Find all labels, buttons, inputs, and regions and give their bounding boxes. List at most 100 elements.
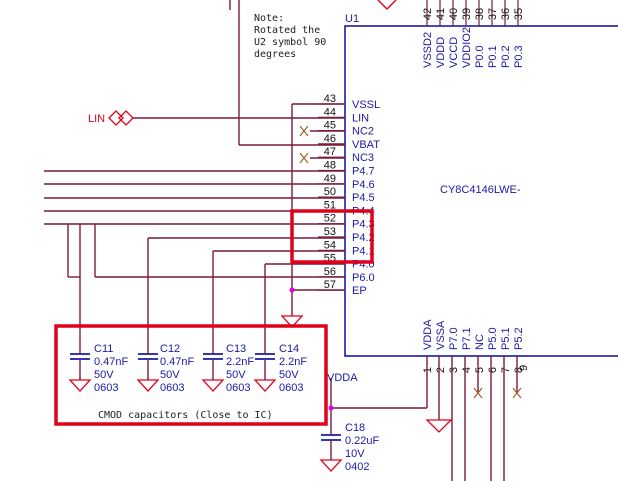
cap-voltage: 10V [345, 448, 365, 460]
cap-voltage: 50V [279, 369, 299, 381]
pin-name: VCCD [448, 37, 460, 68]
pin-number: 1 [422, 367, 434, 373]
pin-name: NC [474, 334, 486, 350]
note-line-3: U2 symbol 90 [254, 37, 326, 48]
pin-number: 57 [324, 279, 336, 291]
pin-number: 52 [324, 213, 336, 225]
pin-name: P0.3 [513, 45, 525, 68]
cap-c14-labels: C14 2.2nF 50V 0603 [279, 343, 307, 394]
pin-name: NC2 [352, 126, 374, 138]
pin-name: VDDD [435, 37, 447, 68]
ic-bottom-pin: P7.14 [461, 327, 473, 373]
ic-bottom-pin: P5.1 7 [500, 327, 512, 373]
pin-number: 45 [324, 120, 336, 132]
ground-icon [253, 379, 277, 392]
cap-c13-labels: C13 2.2nF 50V 0603 [226, 343, 254, 394]
junction-dot [328, 405, 334, 411]
ic-bottom-pin: P5.28 [513, 327, 525, 373]
ic-bottom-pin: NC5 [474, 334, 486, 373]
pin-number: 44 [324, 106, 336, 118]
wires [44, 0, 518, 481]
ic-reference: U1 [345, 13, 359, 25]
pin-number: 54 [324, 239, 336, 251]
pin-name: P0.0 [474, 45, 486, 68]
pin-number: 41 [435, 8, 447, 20]
cap-package: 0402 [345, 461, 369, 473]
pin-name: EP [352, 285, 367, 297]
pin-name: P7.0 [448, 327, 460, 350]
pin-name: VDDIO2 [461, 27, 473, 68]
pin-name: P0.1 [487, 45, 499, 68]
cap-package: 0603 [226, 382, 250, 394]
cap-voltage: 50V [160, 369, 180, 381]
cap-c18-labels: C18 0.22uF 10V 0402 [345, 422, 380, 473]
pin-name: P5.0 [487, 327, 499, 350]
pin-number: 49 [324, 173, 336, 185]
net-label-lin: LIN [88, 113, 105, 125]
pin-name: VBAT [352, 139, 380, 151]
cap-value: 0.47nF [94, 356, 129, 368]
ic-part-number: CY8C4146LWE- [440, 184, 521, 196]
cap-voltage: 50V [94, 369, 114, 381]
cap-value: 2.2nF [226, 356, 254, 368]
pin-number: 7 [500, 367, 512, 373]
pin-number: 38 [474, 8, 486, 20]
pin-name: P4.6 [352, 179, 375, 191]
nc-cross-icon [512, 387, 522, 399]
pin-name: P0.2 [500, 45, 512, 68]
pin-number: 50 [324, 186, 336, 198]
pin-name: P4.7 [352, 166, 375, 178]
junction-dot [289, 287, 295, 293]
pin-name: VSSL [352, 99, 380, 111]
pin-number: 37 [487, 8, 499, 20]
pin-number: 42 [422, 8, 434, 20]
pin-number: 56 [324, 266, 336, 278]
pin-number: 3 [448, 367, 460, 373]
pin-number: 35 [513, 8, 525, 20]
pin-name: P4.2 [352, 232, 375, 244]
highlight-box-p4-pins [290, 209, 374, 264]
cap-package: 0603 [160, 382, 184, 394]
ic-bottom-pin: P7.0 3 [448, 327, 460, 373]
nc-cross-icon [473, 387, 483, 399]
net-label-vdda: VDDA [327, 372, 358, 384]
note-line-4: degrees [254, 49, 296, 60]
pin-name: VSSD2 [422, 32, 434, 68]
pin-number: 48 [324, 160, 336, 172]
cap-package: 0603 [94, 382, 118, 394]
pin-number: 51 [324, 199, 336, 211]
cap-ref: C12 [160, 343, 180, 355]
cap-ref: C11 [94, 343, 113, 355]
ground-icon [319, 459, 343, 472]
cap-package: 0603 [279, 382, 303, 394]
pin-number: 36 [500, 8, 512, 20]
net-port-icon [108, 110, 134, 126]
nc-markers [299, 125, 522, 399]
rotation-note: Note: Rotated the U2 symbol 90 degrees [254, 13, 326, 60]
ground-icon [68, 379, 92, 392]
cap-ref: C18 [345, 422, 365, 434]
note-line-2: Rotated the [254, 25, 320, 36]
cap-c12-labels: C12 0.47nF 50V 0603 [160, 343, 195, 394]
cap-value: 0.22uF [345, 435, 380, 447]
pin-name: P5.1 [500, 327, 512, 350]
cap-ref: C13 [226, 343, 246, 355]
ground-icon [136, 379, 160, 392]
highlight-box-cmod-caps [54, 324, 328, 426]
pin-number: 39 [461, 8, 473, 20]
pin-number: 46 [324, 133, 336, 145]
